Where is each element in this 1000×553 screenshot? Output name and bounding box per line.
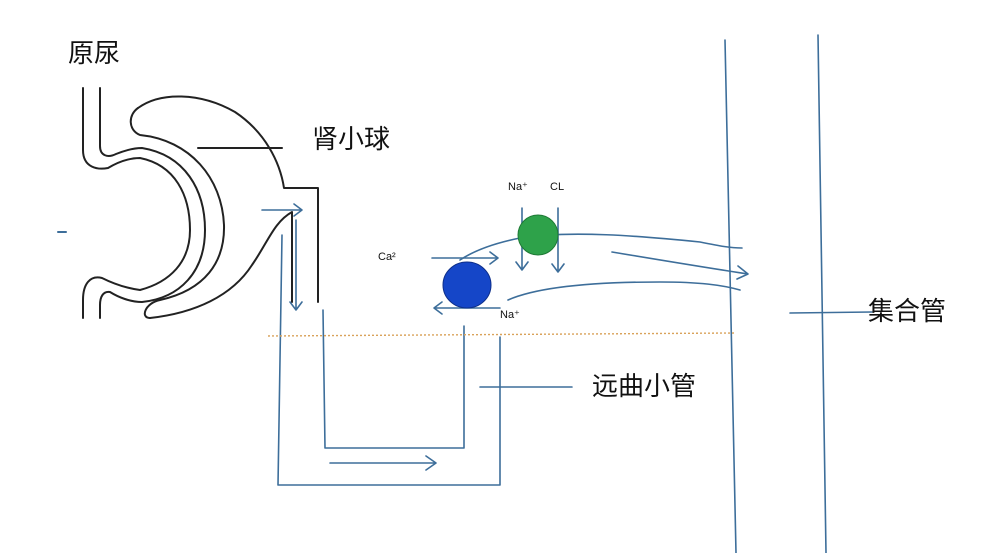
distal-tubule-label: 远曲小管 bbox=[592, 372, 696, 402]
arrow-down-left bbox=[289, 219, 303, 311]
glomerulus-label: 肾小球 bbox=[312, 125, 390, 155]
descending-inner-wall bbox=[322, 309, 465, 449]
ca-na-exchanger-icon bbox=[442, 261, 492, 309]
na-bottom-label: Na⁺ bbox=[500, 309, 520, 321]
descending-outer-wall bbox=[277, 234, 501, 486]
collecting-duct-pointer bbox=[789, 311, 873, 314]
arrow-right-bottom bbox=[329, 455, 437, 471]
primary-urine-label: 原尿 bbox=[68, 39, 120, 69]
capsule-inner-wall bbox=[99, 87, 206, 319]
arrow-cl-down bbox=[551, 207, 565, 273]
dashed-line bbox=[267, 332, 736, 337]
glomerulus-inner-loop bbox=[129, 107, 226, 319]
na-top-label: Na⁺ bbox=[508, 181, 528, 193]
arrow-right-tubule bbox=[611, 251, 749, 280]
tubule-upper-wall bbox=[459, 233, 743, 261]
collecting-duct-right-wall bbox=[817, 34, 827, 553]
cl-label: CL bbox=[550, 181, 564, 193]
distal-tubule bbox=[277, 34, 873, 553]
glomerulus-capsule bbox=[57, 87, 319, 319]
arrow-right-top bbox=[261, 203, 303, 217]
arrow-ca-in bbox=[431, 251, 499, 265]
tubule-lower-wall bbox=[507, 281, 741, 301]
flow-arrows bbox=[261, 203, 749, 471]
glomerulus-outer-loop bbox=[137, 95, 319, 303]
capsule-outer-wall bbox=[82, 87, 191, 319]
glomerulus-lower-lobe bbox=[149, 211, 293, 319]
collecting-duct-label: 集合管 bbox=[868, 297, 946, 327]
nacl-cotransporter-icon bbox=[517, 214, 559, 256]
ca-label: Ca² bbox=[378, 251, 396, 263]
collecting-duct-left-wall bbox=[724, 39, 737, 553]
